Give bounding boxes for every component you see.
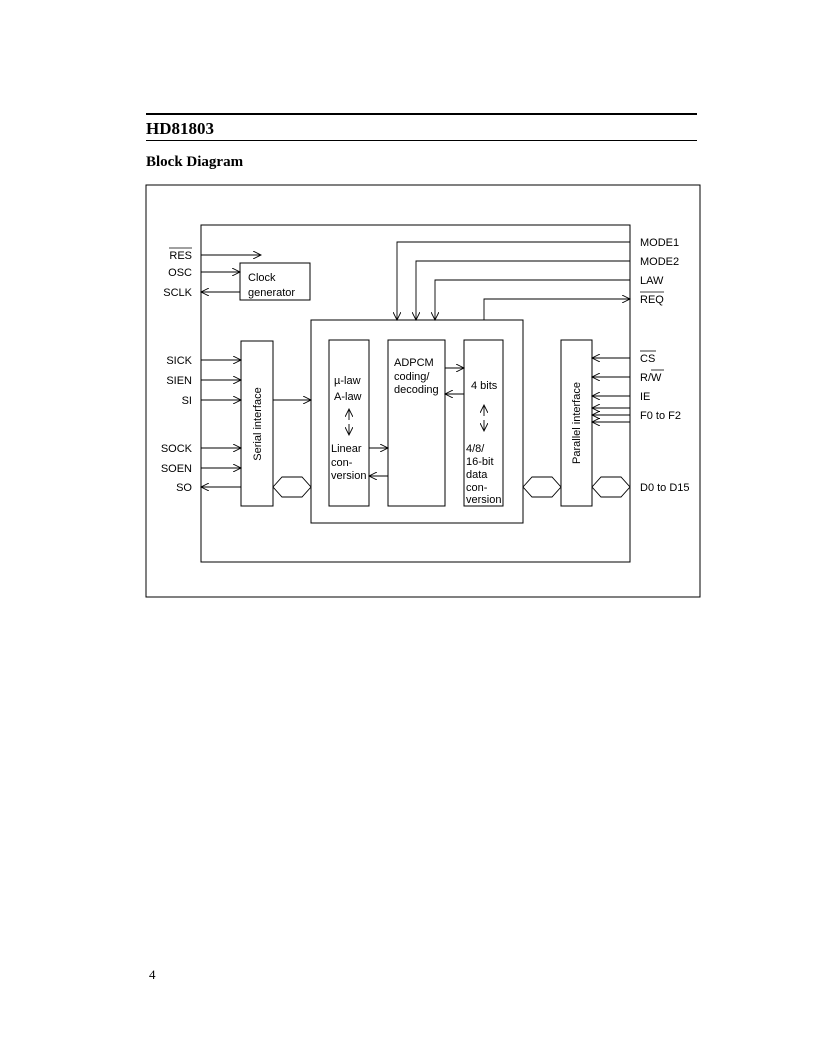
header-rule-bottom bbox=[146, 140, 697, 141]
chip-boundary bbox=[200, 224, 631, 563]
mode1-signal-arrow bbox=[397, 241, 630, 320]
pin-mode1: MODE1 bbox=[640, 237, 679, 249]
pin-so: SO bbox=[176, 482, 192, 494]
pin-f0-to-f2: F0 to F2 bbox=[640, 410, 681, 422]
pin-cs: CS bbox=[640, 353, 655, 365]
linear-label-1: Linear bbox=[331, 443, 362, 455]
data-conv-label-5: version bbox=[466, 494, 501, 506]
pin-si: SI bbox=[182, 395, 192, 407]
linear-label-2: con- bbox=[331, 457, 353, 469]
core-parallel-bus-arrow bbox=[522, 476, 562, 498]
bit-conversion-block bbox=[463, 339, 504, 507]
pin-osc: OSC bbox=[168, 267, 192, 279]
pin-d0-to-d15: D0 to D15 bbox=[640, 482, 690, 494]
req-signal-arrow bbox=[483, 299, 630, 320]
adpcm-label-1: ADPCM bbox=[394, 357, 434, 369]
serial-bus-arrow bbox=[272, 476, 312, 498]
pin-mode2: MODE2 bbox=[640, 256, 679, 268]
data-conv-label-1: 4/8/ bbox=[466, 443, 485, 455]
pin-rw: R/W bbox=[640, 372, 662, 384]
mode2-signal-arrow bbox=[416, 260, 630, 320]
pin-law: LAW bbox=[640, 275, 664, 287]
data-conv-label-3: data bbox=[466, 469, 488, 481]
parallel-interface-label: Parallel interface bbox=[571, 382, 583, 464]
pin-req: REQ bbox=[640, 294, 664, 306]
page-number: 4 bbox=[149, 967, 156, 982]
pin-soen: SOEN bbox=[161, 463, 192, 475]
law-signal-arrow bbox=[435, 279, 630, 320]
dsp-core-block bbox=[310, 319, 524, 524]
a-law-label: A-law bbox=[334, 391, 362, 403]
law-conversion-block bbox=[328, 339, 370, 507]
document-header: HD81803 bbox=[146, 113, 697, 141]
pin-res: RES bbox=[169, 250, 192, 262]
pin-sick: SICK bbox=[166, 355, 192, 367]
clock-generator-block bbox=[239, 262, 311, 301]
adpcm-label-2: coding/ bbox=[394, 371, 430, 383]
pin-sclk: SCLK bbox=[163, 287, 192, 299]
linear-label-3: version bbox=[331, 470, 366, 482]
clock-generator-label-1: Clock bbox=[248, 272, 276, 284]
adpcm-label-3: decoding bbox=[394, 384, 439, 396]
data-conv-label-2: 16-bit bbox=[466, 456, 494, 468]
four-bits-label: 4 bits bbox=[471, 380, 498, 392]
serial-interface-label: Serial interface bbox=[252, 387, 264, 460]
part-number-title: HD81803 bbox=[146, 119, 214, 138]
header-rule-top bbox=[146, 113, 697, 115]
diagram-frame bbox=[145, 184, 701, 598]
pin-ie: IE bbox=[640, 391, 650, 403]
data-conv-label-4: con- bbox=[466, 482, 488, 494]
section-title: Block Diagram bbox=[146, 154, 244, 170]
pin-sien: SIEN bbox=[166, 375, 192, 387]
mu-law-label: µ-law bbox=[334, 375, 361, 387]
clock-generator-label-2: generator bbox=[248, 287, 295, 299]
data-bus-arrow bbox=[591, 476, 631, 498]
serial-interface-block bbox=[240, 340, 274, 507]
pin-sock: SOCK bbox=[161, 443, 193, 455]
adpcm-block bbox=[387, 339, 446, 507]
